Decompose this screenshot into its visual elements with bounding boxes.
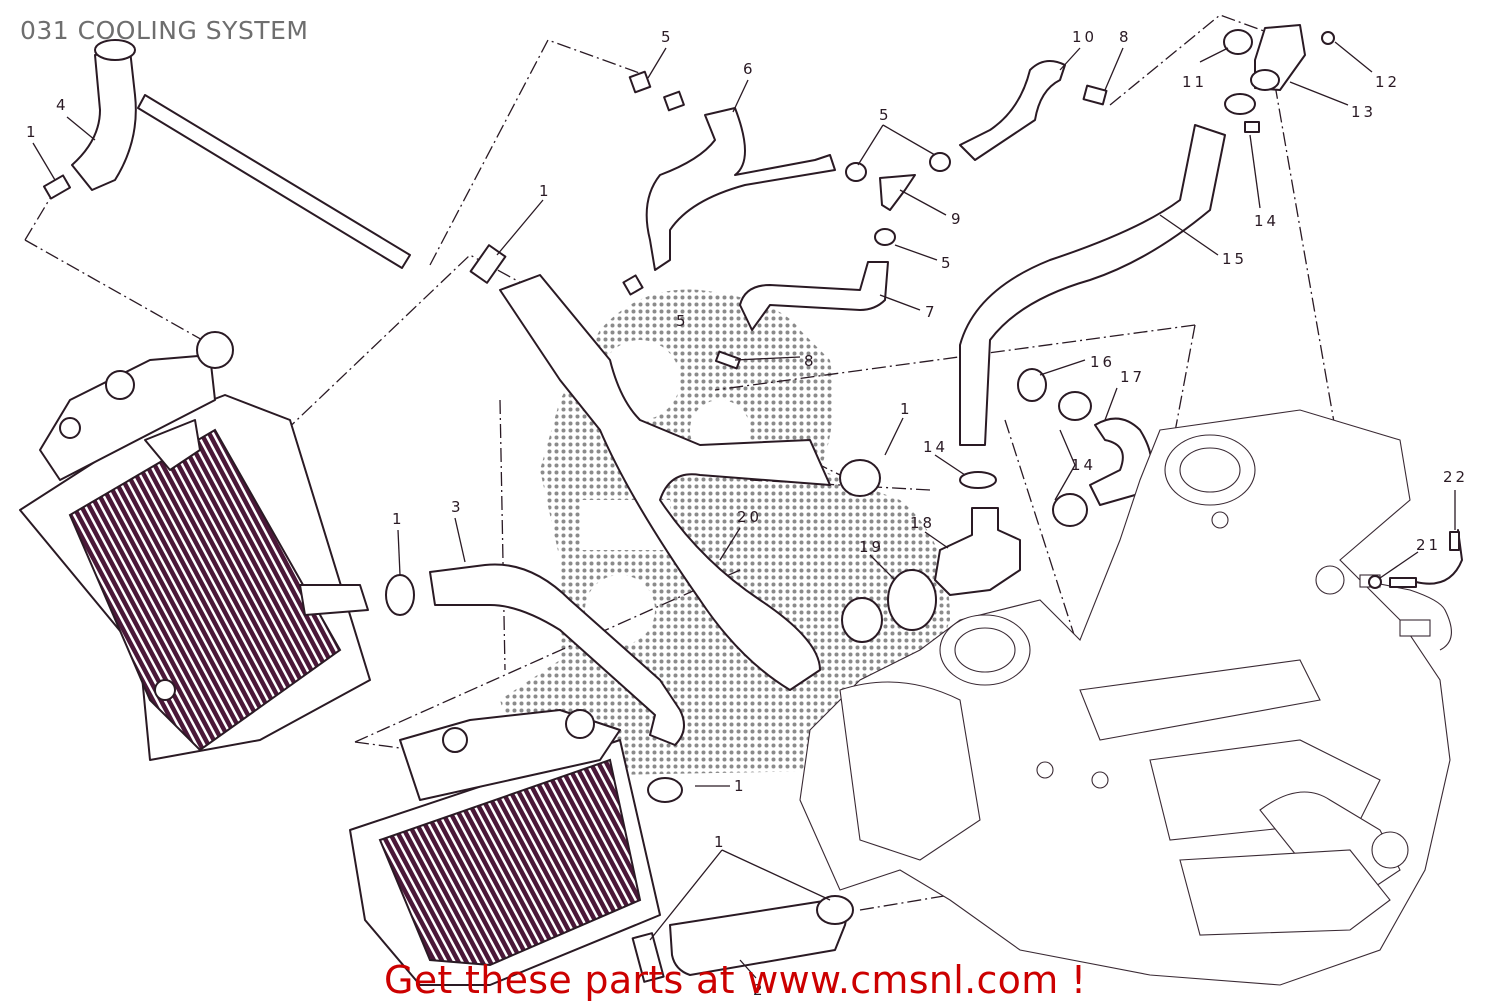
callout-5[interactable]: 5 <box>941 254 954 272</box>
callout-5[interactable]: 5 <box>676 312 689 330</box>
callout-11[interactable]: 11 <box>1182 73 1208 91</box>
leader-lines <box>32 41 1456 979</box>
left-radiator[interactable] <box>19 331 371 761</box>
part-2-pipe[interactable] <box>631 895 854 983</box>
callout-8[interactable]: 8 <box>804 352 817 370</box>
part-21-22-sensor[interactable] <box>1368 529 1463 589</box>
callout-20[interactable]: 20 <box>737 508 763 526</box>
callout-5[interactable]: 5 <box>879 106 892 124</box>
callout-2[interactable]: 2 <box>753 981 766 999</box>
callout-18[interactable]: 18 <box>910 514 936 532</box>
callout-12[interactable]: 12 <box>1375 73 1401 91</box>
callout-10[interactable]: 10 <box>1072 28 1098 46</box>
callout-14[interactable]: 14 <box>1071 456 1097 474</box>
part-6-hose[interactable] <box>622 70 836 296</box>
part-18-thermostat[interactable] <box>839 459 1021 643</box>
callout-1[interactable]: 1 <box>539 182 552 200</box>
callout-1[interactable]: 1 <box>734 777 747 795</box>
callout-14[interactable]: 14 <box>1254 212 1280 230</box>
engine-block <box>799 409 1452 986</box>
callout-1[interactable]: 1 <box>26 123 39 141</box>
callout-16[interactable]: 16 <box>1090 353 1116 371</box>
callout-14[interactable]: 14 <box>923 438 949 456</box>
callout-7[interactable]: 7 <box>925 303 938 321</box>
callout-8[interactable]: 8 <box>1119 28 1132 46</box>
part-16-17-fittings[interactable] <box>1017 368 1153 527</box>
part-7-hose[interactable] <box>714 261 889 370</box>
part-15-hose[interactable] <box>959 124 1226 446</box>
part-4-upper-pipe[interactable] <box>42 39 411 269</box>
callout-17[interactable]: 17 <box>1120 368 1146 386</box>
part-3-hose[interactable] <box>385 563 685 803</box>
callout-13[interactable]: 13 <box>1351 103 1377 121</box>
callout-4[interactable]: 4 <box>56 96 69 114</box>
callout-3[interactable]: 3 <box>451 498 464 516</box>
part-9-t-fitting[interactable] <box>845 152 951 246</box>
callout-5[interactable]: 5 <box>661 28 674 46</box>
callout-21[interactable]: 21 <box>1416 536 1442 554</box>
lower-radiator[interactable] <box>349 709 661 986</box>
callout-1[interactable]: 1 <box>392 510 405 528</box>
callout-9[interactable]: 9 <box>951 210 964 228</box>
watermark-link[interactable]: Get these parts at www.cmsnl.com ! <box>384 958 1087 1002</box>
part-13-housing[interactable] <box>1223 24 1335 133</box>
callout-6[interactable]: 6 <box>743 60 756 78</box>
callout-1[interactable]: 1 <box>900 400 913 418</box>
callout-22[interactable]: 22 <box>1443 468 1469 486</box>
page-title: 031 COOLING SYSTEM <box>20 16 309 45</box>
callout-19[interactable]: 19 <box>859 538 885 556</box>
callout-1[interactable]: 1 <box>714 833 727 851</box>
callout-15[interactable]: 15 <box>1222 250 1248 268</box>
part-10-hose[interactable] <box>959 60 1108 161</box>
